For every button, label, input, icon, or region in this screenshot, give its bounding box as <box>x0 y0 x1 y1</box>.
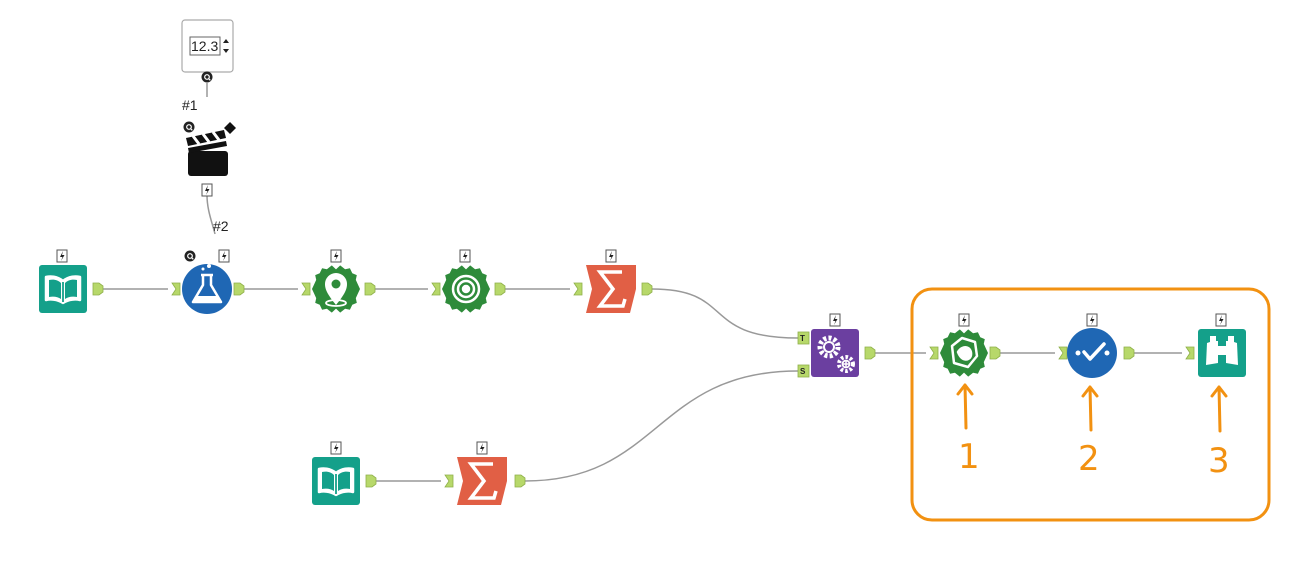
batch-macro-tool[interactable] <box>811 329 859 377</box>
flask-icon <box>191 264 223 304</box>
svg-text:T: T <box>800 334 805 343</box>
gears-icon <box>817 335 855 373</box>
connection-label-2: #2 <box>213 218 229 234</box>
highlight-box <box>910 287 1271 522</box>
output-anchor-input-1[interactable] <box>92 282 104 296</box>
clapperboard-tool[interactable] <box>186 122 236 176</box>
output-anchor-summarize-1[interactable] <box>641 282 653 296</box>
callout-number-2: 2 <box>1078 439 1100 479</box>
numeric-value: 12.3 <box>191 38 218 54</box>
bolt-check-tool <box>1086 313 1098 327</box>
trade-area-tool[interactable] <box>442 265 490 313</box>
callout-arrows <box>956 383 1228 433</box>
callout-number-3: 3 <box>1208 441 1230 481</box>
bolt-spatial-point <box>330 249 342 263</box>
output-anchor-input-2[interactable] <box>365 474 377 488</box>
output-anchor-check-tool[interactable] <box>1123 346 1135 360</box>
numeric-updown-icon <box>223 39 229 53</box>
check-dots-icon <box>1075 342 1110 361</box>
input-data-tool-1[interactable] <box>39 265 87 313</box>
spatial-process-tool[interactable] <box>940 329 988 377</box>
output-anchor-batch-macro[interactable] <box>864 346 876 360</box>
bolt-batch-macro <box>829 313 841 327</box>
numeric-updown-tool[interactable]: 12.3 <box>181 19 234 73</box>
question-anchor-numeric[interactable] <box>200 70 214 84</box>
input-anchor-batch-s[interactable]: S <box>797 364 810 378</box>
bolt-input-1 <box>56 249 68 263</box>
book-icon <box>44 275 82 305</box>
connection-wires <box>103 83 1182 482</box>
input-anchor-summarize-2[interactable] <box>444 474 454 488</box>
map-pin-icon <box>325 273 347 307</box>
input-data-tool-2[interactable] <box>312 457 360 505</box>
bolt-input-2 <box>330 441 342 455</box>
bolt-trade-area <box>459 249 471 263</box>
bolt-test <box>218 249 230 263</box>
sigma-icon <box>467 462 498 500</box>
input-anchor-browse[interactable] <box>1185 346 1195 360</box>
input-anchor-spatial-process[interactable] <box>929 346 939 360</box>
bolt-spatial-process <box>958 313 970 327</box>
binoculars-icon <box>1206 336 1238 365</box>
output-anchor-spatial-point[interactable] <box>364 282 376 296</box>
input-anchor-test[interactable] <box>171 282 181 296</box>
output-anchor-test[interactable] <box>233 282 245 296</box>
input-anchor-summarize-1[interactable] <box>573 282 583 296</box>
input-anchor-spatial-point[interactable] <box>301 282 311 296</box>
bolt-browse <box>1215 313 1227 327</box>
question-anchor-test[interactable] <box>183 249 197 263</box>
question-anchor-clapper[interactable] <box>182 120 196 134</box>
spatial-shape-icon <box>950 336 979 369</box>
bolt-summarize-2 <box>476 441 488 455</box>
browse-tool[interactable] <box>1198 329 1246 377</box>
output-anchor-spatial-process[interactable] <box>989 346 1001 360</box>
summarize-tool-1[interactable] <box>586 265 636 313</box>
book-icon <box>317 467 355 497</box>
input-anchor-trade-area[interactable] <box>431 282 441 296</box>
target-icon <box>451 274 481 304</box>
test-tool[interactable] <box>182 264 232 314</box>
clapperboard-icon <box>186 122 236 176</box>
callout-number-1: 1 <box>958 437 980 477</box>
svg-text:S: S <box>800 367 806 376</box>
spatial-point-tool[interactable] <box>312 265 360 313</box>
check-tool[interactable] <box>1067 328 1117 378</box>
output-anchor-trade-area[interactable] <box>494 282 506 296</box>
input-anchor-batch-t[interactable]: T <box>797 331 810 345</box>
sigma-icon <box>596 270 627 308</box>
summarize-tool-2[interactable] <box>457 457 507 505</box>
bolt-summarize-1 <box>605 249 617 263</box>
output-anchor-clapper[interactable] <box>201 183 213 197</box>
output-anchor-summarize-2[interactable] <box>514 474 526 488</box>
input-anchor-check-tool[interactable] <box>1058 346 1068 360</box>
connection-label-1: #1 <box>182 97 198 113</box>
